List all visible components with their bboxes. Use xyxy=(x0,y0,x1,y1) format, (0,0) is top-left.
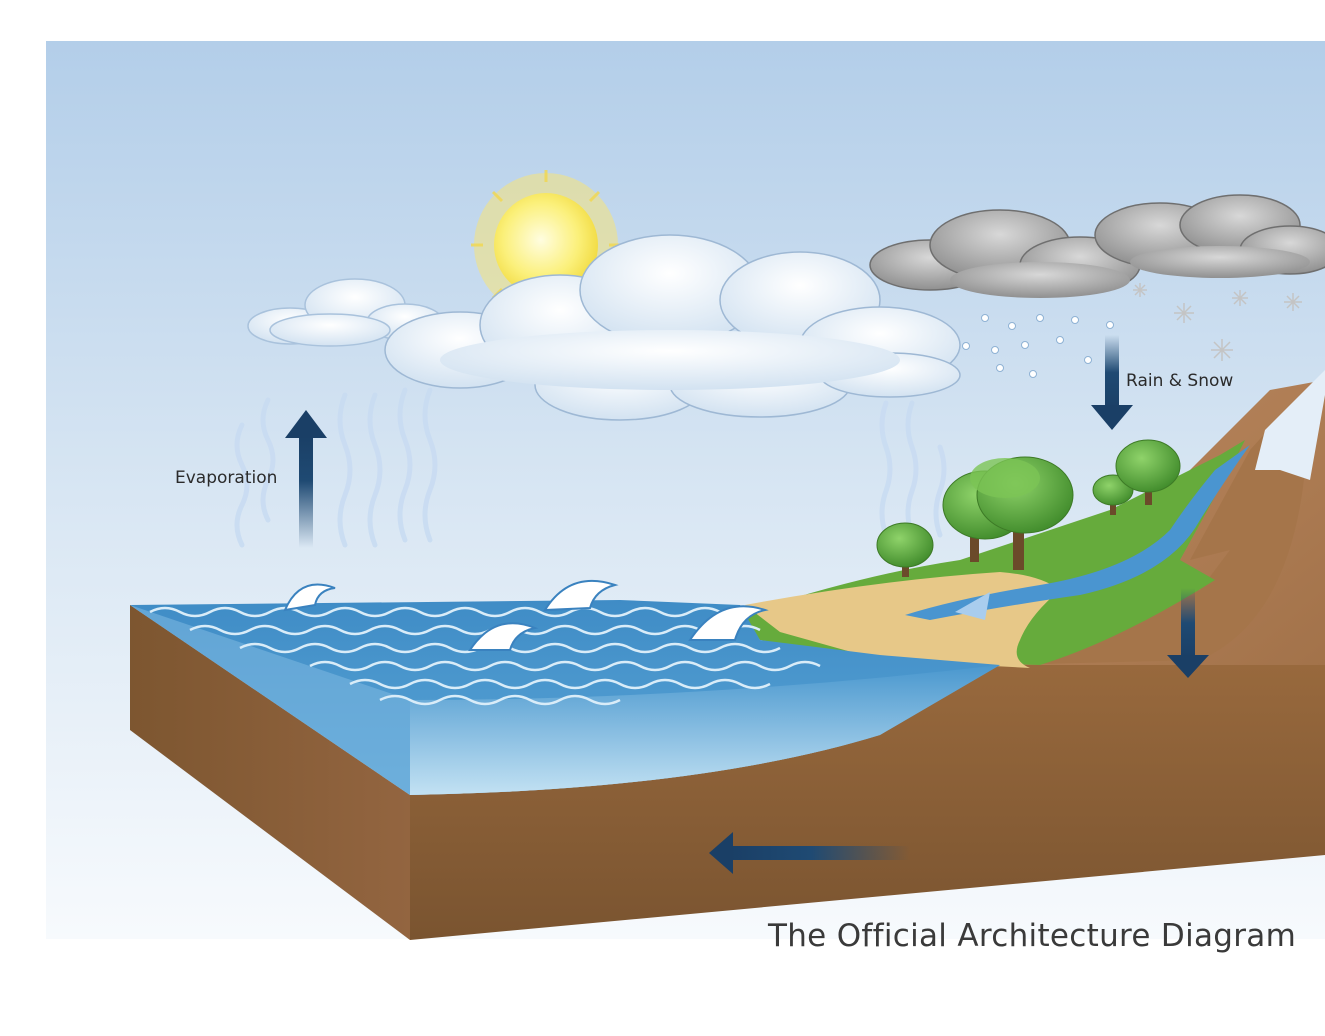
infiltration-arrow xyxy=(1167,588,1209,678)
tree-icon xyxy=(1092,439,1181,515)
rain-cloud-icon xyxy=(869,194,1325,298)
river-flow-arrow xyxy=(955,592,990,620)
evaporation-label: Evaporation xyxy=(175,468,278,488)
precipitation-label: Rain & Snow xyxy=(1126,371,1234,391)
small-cloud-icon xyxy=(247,278,444,347)
soil-side-face xyxy=(130,605,410,940)
snowflake-icons xyxy=(1133,283,1302,361)
groundwater-arrow xyxy=(709,832,910,874)
river xyxy=(905,445,1250,620)
cloud-icon xyxy=(384,234,961,421)
ocean-side xyxy=(410,665,1000,795)
ocean-left-face xyxy=(130,605,410,795)
soil-front-face xyxy=(410,665,1325,940)
wave-crests xyxy=(283,579,769,651)
evaporation-vapor xyxy=(234,387,947,548)
precipitation-arrow xyxy=(1091,335,1133,430)
evaporation-arrow xyxy=(285,410,327,548)
mountain-right-face xyxy=(1000,380,1325,665)
diagram-title: The Official Architecture Diagram xyxy=(768,918,1297,954)
raindrops xyxy=(962,314,1114,378)
tree-icon xyxy=(942,456,1074,570)
tree-icon xyxy=(876,522,934,577)
snow-cap xyxy=(1255,370,1325,480)
wave-pattern xyxy=(149,606,821,706)
